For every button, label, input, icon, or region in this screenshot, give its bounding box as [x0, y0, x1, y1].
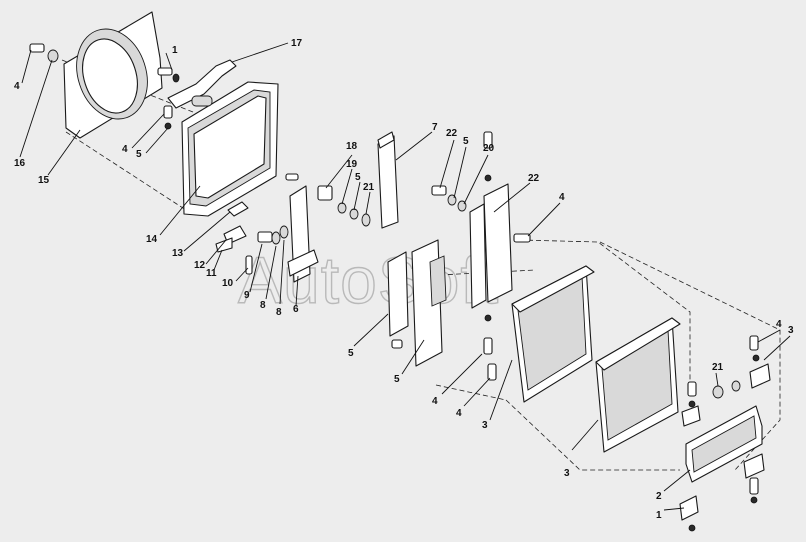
- bolt-part-4-topleft: [29, 43, 59, 63]
- callout-3: 3: [482, 420, 488, 431]
- watermark: AutoSoft: [238, 243, 499, 317]
- callout-22: 21: [712, 362, 724, 373]
- callout-18: 16: [14, 158, 26, 169]
- callout-24: 22: [528, 173, 540, 184]
- bracket-part-8-left: [285, 173, 319, 283]
- callout-4: 4: [456, 408, 462, 419]
- fasteners-parts-20-22: [317, 185, 371, 227]
- hose-part-19: [167, 59, 237, 109]
- bracket-part-24: [469, 183, 531, 309]
- cooler-core-part-3-upper: [511, 265, 595, 403]
- callout-19: 17: [291, 38, 303, 49]
- fasteners-shroud: [157, 67, 180, 130]
- callout-8: 6: [293, 304, 299, 315]
- fasteners-right-side: [679, 335, 771, 532]
- callout-20: 18: [346, 141, 358, 152]
- callout-23: 22: [446, 128, 458, 139]
- radiator-part-16: [181, 81, 279, 217]
- callout-22: 21: [363, 182, 375, 193]
- callout-7: 5: [348, 348, 354, 359]
- bolts-parts-9-12: [245, 225, 289, 275]
- plate-part-7: [387, 251, 409, 337]
- bracket-part-8-right: [377, 131, 399, 229]
- callout-13: 11: [206, 268, 217, 279]
- bracket-part-6: [391, 239, 447, 367]
- callout-8: 7: [432, 122, 438, 133]
- callout-labels: 1 17 4 16 15 4 5 14 13 12 11 10 9 8 8 6 …: [14, 38, 794, 521]
- callout-16: 14: [146, 234, 158, 245]
- callout-10: 8: [260, 300, 266, 311]
- tank-part-2: [685, 405, 763, 483]
- callout-3: 3: [564, 468, 570, 479]
- callout-2: 2: [656, 491, 662, 502]
- fan-shroud-part-17: [63, 11, 163, 139]
- callout-17: 15: [38, 175, 50, 186]
- callout-6: 5: [394, 374, 400, 385]
- callout-4: 4: [776, 319, 782, 330]
- callout-21: 19: [346, 159, 358, 170]
- callout-4: 4: [122, 144, 128, 155]
- callout-1: 1: [656, 510, 662, 521]
- callout-5: 3: [788, 325, 794, 336]
- callout-12: 10: [222, 278, 234, 289]
- callout-4: 4: [14, 81, 20, 92]
- bracket-parts-13-15: [215, 201, 249, 253]
- callout-21: 20: [483, 143, 495, 154]
- callout-4: 4: [559, 192, 565, 203]
- leader-lines: [19, 42, 791, 511]
- callout-5: 5: [463, 136, 469, 147]
- bolts-below-24: [483, 314, 497, 381]
- callout-4: 1: [172, 45, 178, 56]
- callout-5: 5: [136, 149, 142, 160]
- callout-9: 8: [276, 307, 282, 318]
- callout-5: 5: [355, 172, 361, 183]
- cooler-core-part-3-lower: [595, 317, 681, 453]
- callout-5: 4: [432, 396, 438, 407]
- callout-15: 13: [172, 248, 184, 259]
- callout-11: 9: [244, 290, 250, 301]
- callout-14: 12: [194, 260, 206, 271]
